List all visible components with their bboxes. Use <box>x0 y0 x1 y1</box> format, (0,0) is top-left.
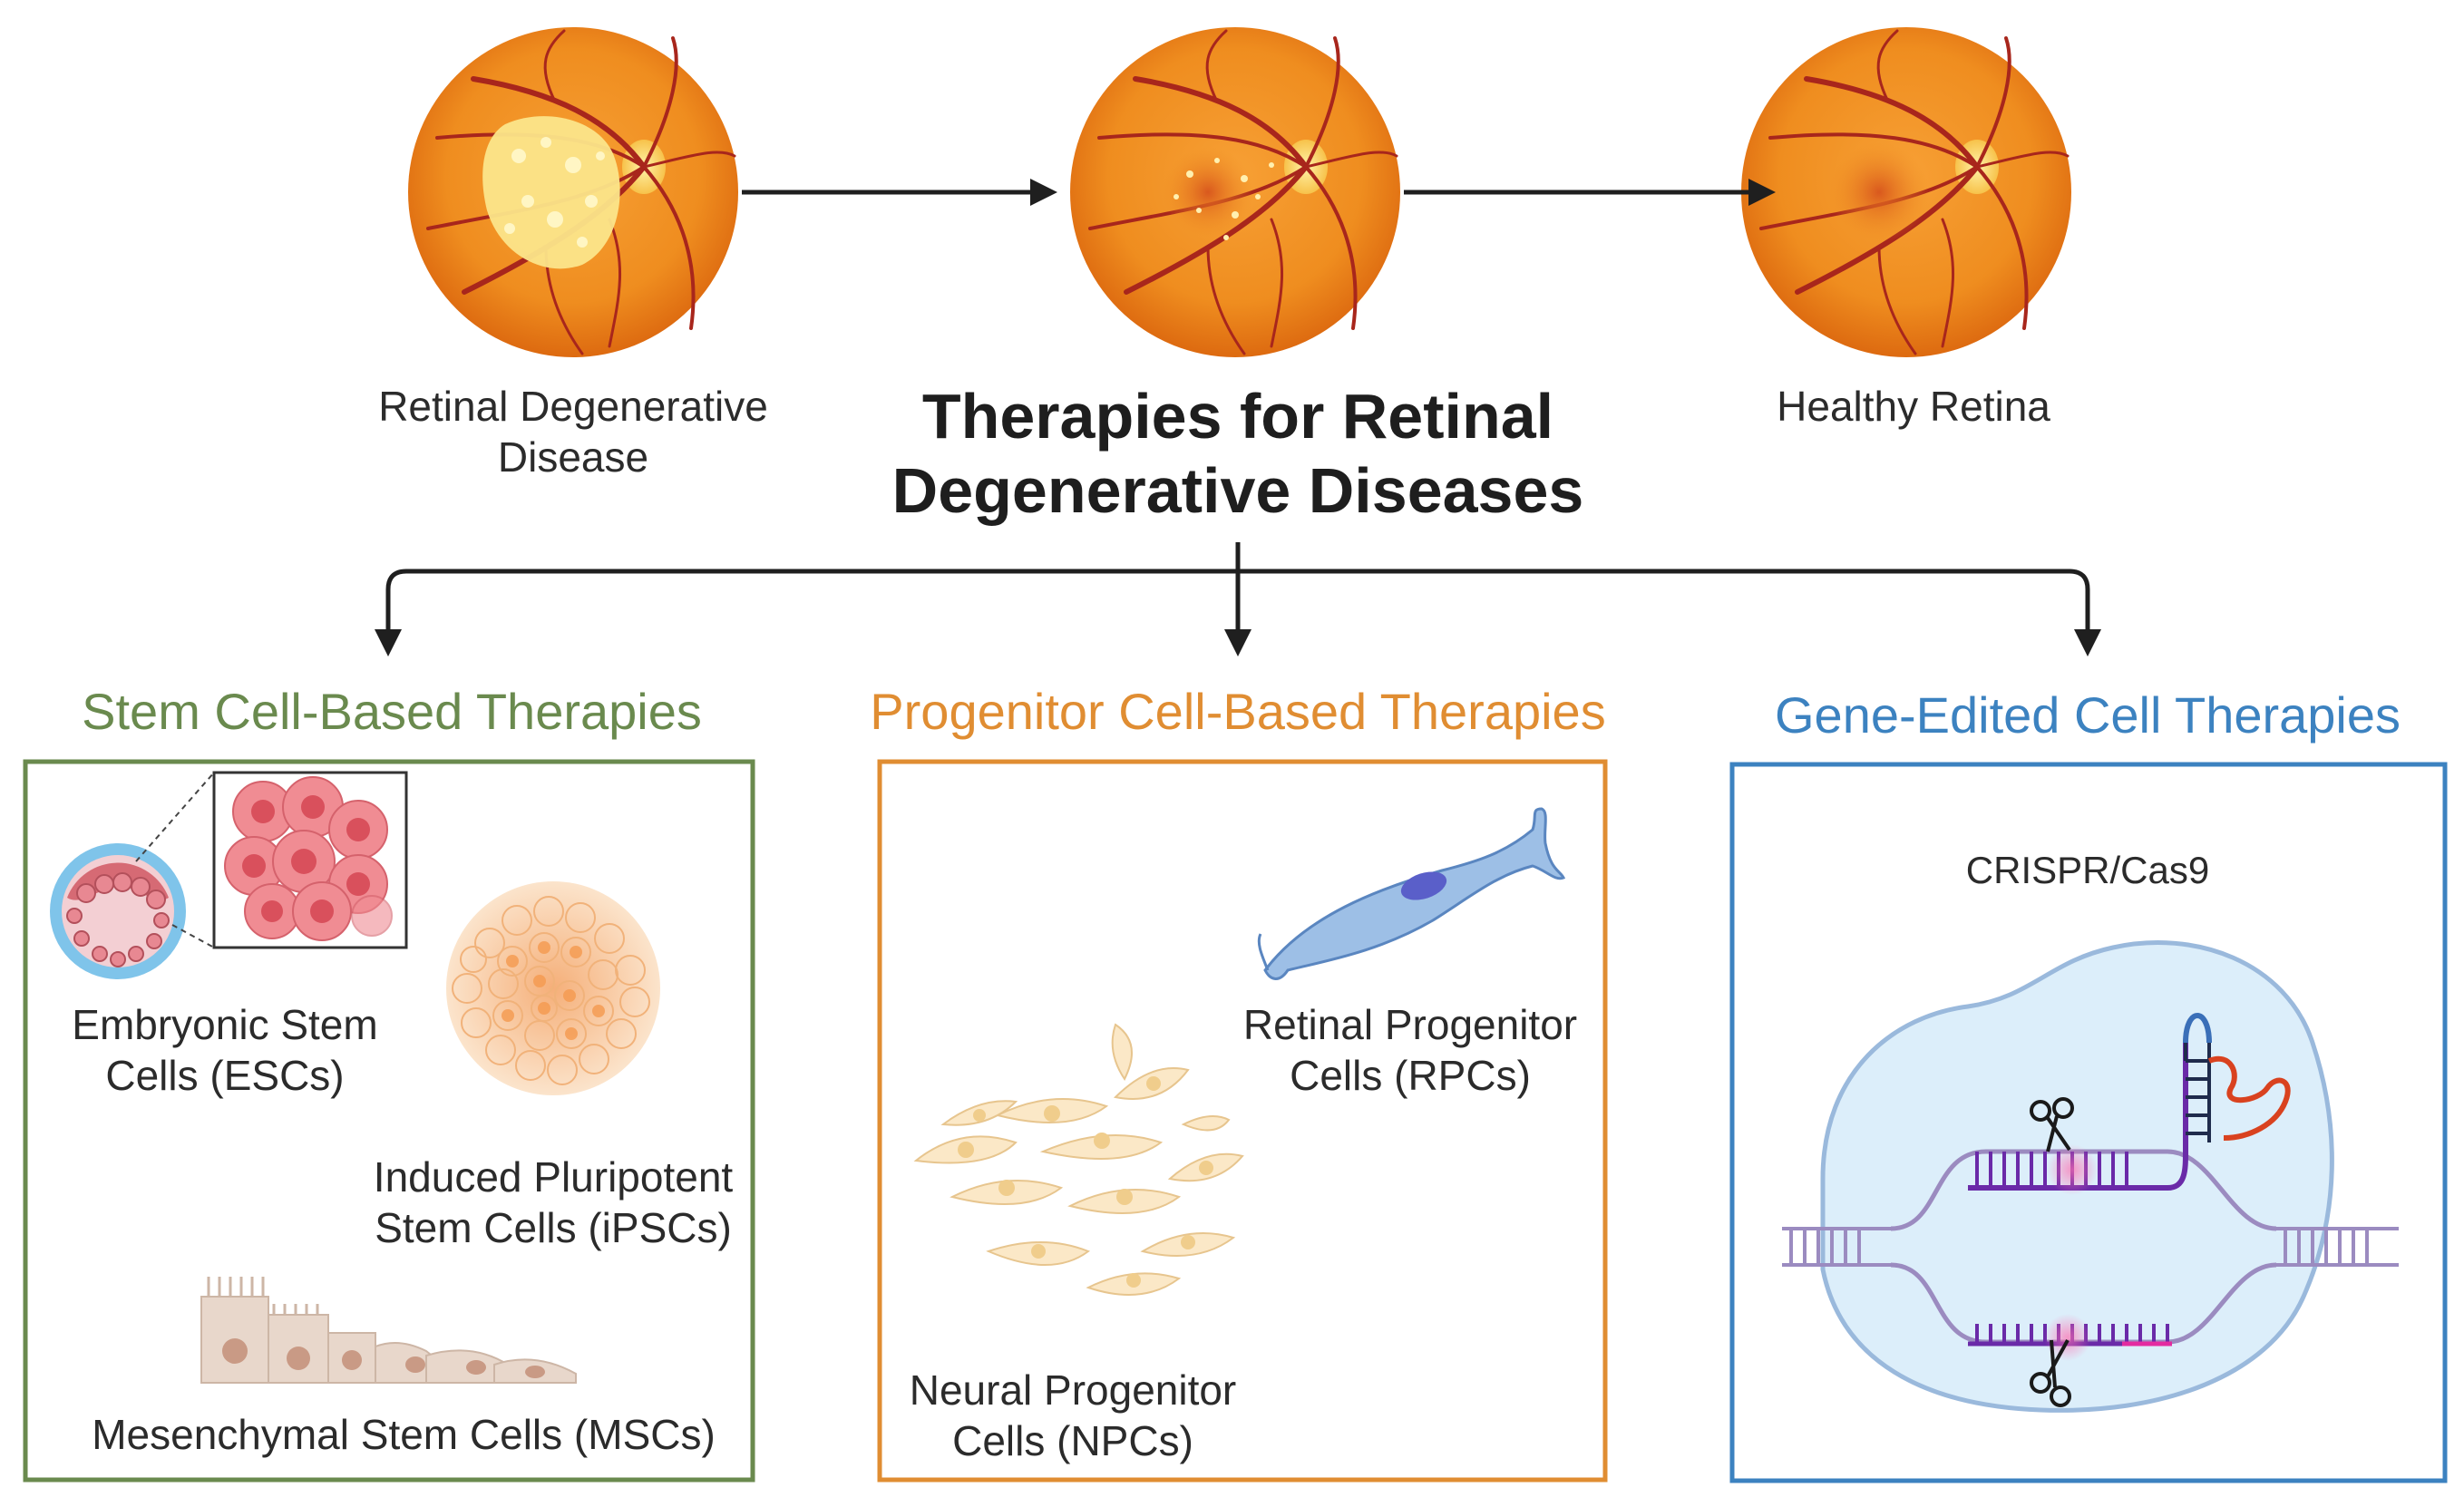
scissors-icon <box>2030 1097 2074 1152</box>
label-npcs: Neural Progenitor Cells (NPCs) <box>909 1366 1237 1464</box>
neural-progenitor-cells-icon <box>913 1023 1244 1296</box>
retinal-progenitor-cell-icon <box>1257 807 1566 980</box>
section-title-stem-cell: Stem Cell-Based Therapies <box>82 683 702 740</box>
label-rpcs: Retinal Progenitor Cells (RPCs) <box>1242 1001 1578 1099</box>
page-title: Therapies for Retinal Degenerative Disea… <box>891 381 1584 526</box>
section-title-gene-edited: Gene-Edited Cell Therapies <box>1774 686 2401 744</box>
scissors-icon-lower <box>2030 1339 2071 1407</box>
label-escs: Embryonic Stem Cells (ESCs) <box>72 1001 378 1099</box>
cell-cluster-icon <box>224 776 393 941</box>
progenitor-cell-box <box>877 759 1608 1483</box>
crispr-cas9-icon <box>1782 940 2399 1413</box>
label-crispr: CRISPR/Cas9 <box>1965 849 2210 891</box>
branch-connector <box>375 542 2101 656</box>
gene-edited-box <box>1729 762 2448 1483</box>
section-title-progenitor: Progenitor Cell-Based Therapies <box>870 683 1606 740</box>
msc-cells-icon <box>200 1277 577 1384</box>
retina-healthy <box>1741 27 2071 357</box>
stem-cell-box <box>23 759 755 1483</box>
blastocyst-icon <box>50 843 186 979</box>
label-mscs: Mesenchymal Stem Cells (MSCs) <box>92 1411 716 1458</box>
retina-intermediate <box>1070 27 1400 357</box>
ipsc-colony-icon <box>446 881 660 1095</box>
retina-diseased <box>408 27 738 357</box>
retina-label-healthy: Healthy Retina <box>1777 383 2050 430</box>
label-ipscs: Induced Pluripotent Stem Cells (iPSCs) <box>373 1153 734 1251</box>
retina-label-diseased: Retinal Degenerative Disease <box>378 383 768 481</box>
